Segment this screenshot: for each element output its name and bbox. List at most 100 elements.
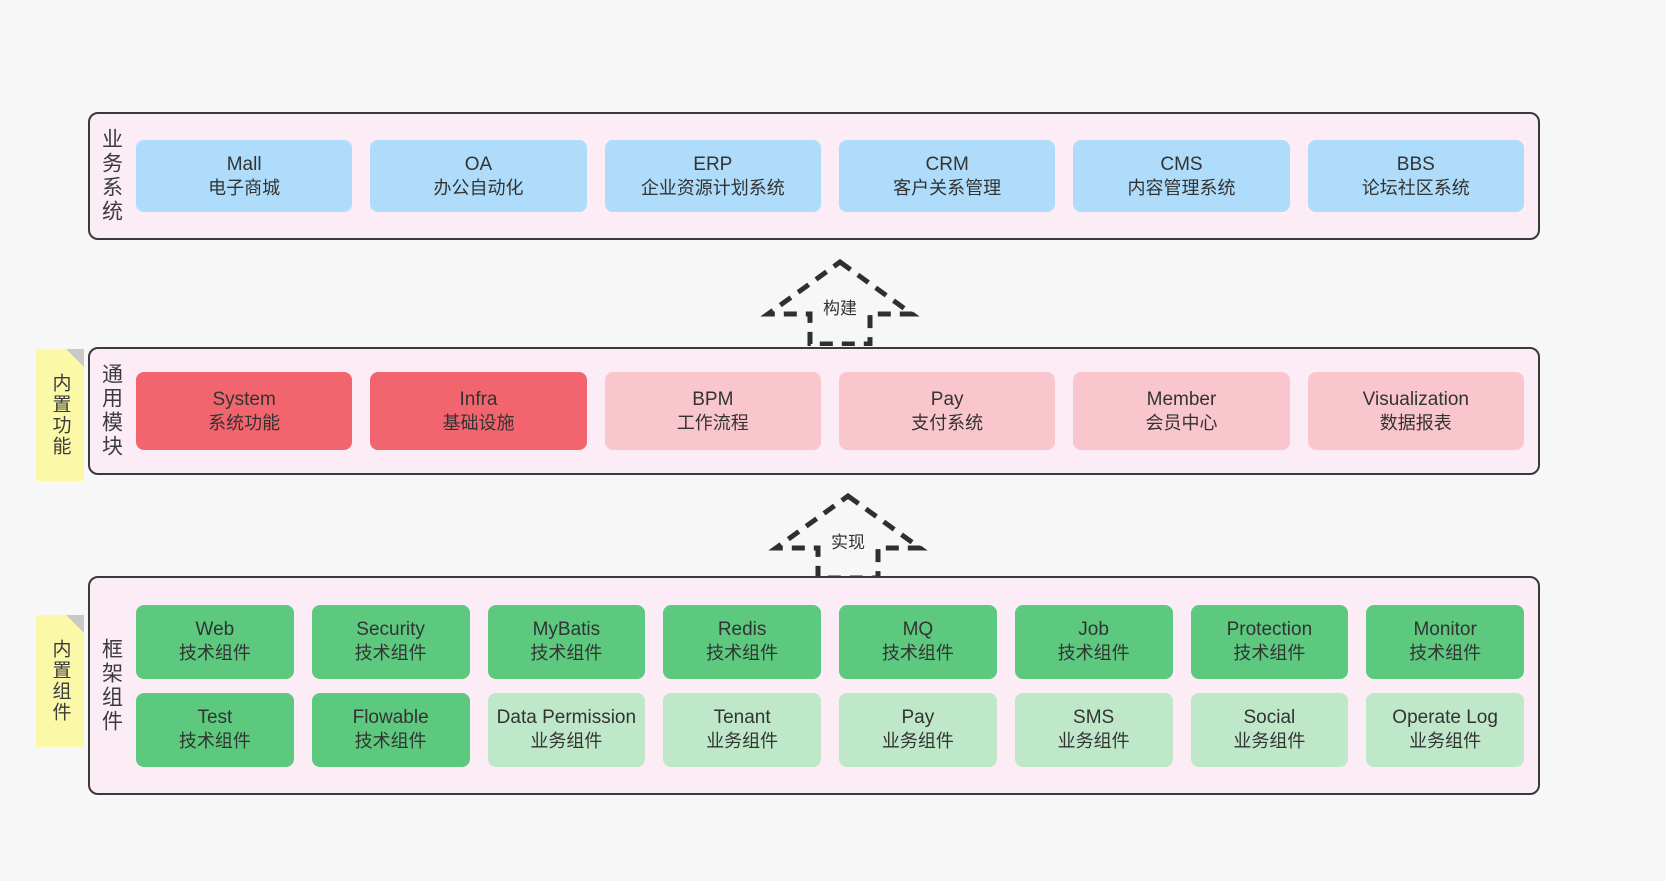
node-subtitle: 支付系统 [911,412,984,433]
layer-row: System 系统功能 Infra 基础设施 BPM 工作流程 Pay 支付系统… [136,372,1524,450]
node-title: BPM [692,388,734,410]
node-bpm[interactable]: BPM 工作流程 [604,372,821,450]
node-title: Redis [717,619,767,641]
node-subtitle: 业务组件 [1409,731,1482,752]
node-sms[interactable]: SMS 业务组件 [1014,692,1173,767]
layer-row: Test 技术组件 Flowable 技术组件 Data Permission … [136,692,1524,767]
node-redis[interactable]: Redis 技术组件 [663,604,821,679]
node-security[interactable]: Security 技术组件 [311,604,470,679]
layer-business-systems: 业务系统 Mall 电子商城 OA 办公自动化 ERP 企业资源计划系统 CRM… [88,112,1540,240]
node-title: BBS [1396,153,1435,175]
node-title: Monitor [1413,619,1477,641]
node-visualization[interactable]: Visualization 数据报表 [1307,372,1524,450]
node-data-permission[interactable]: Data Permission 业务组件 [487,692,646,767]
arrow-realize: 实现 [768,492,928,580]
note-label: 内置功能 [49,373,71,457]
node-title: System [212,388,276,410]
node-subtitle: 客户关系管理 [893,177,1002,198]
node-title: Mall [226,153,262,175]
node-title: Test [197,707,233,729]
node-subtitle: 业务组件 [1057,731,1130,752]
node-title: CRM [925,153,969,175]
node-subtitle: 系统功能 [208,412,281,433]
node-subtitle: 会员中心 [1145,412,1218,433]
node-job[interactable]: Job 技术组件 [1014,604,1173,679]
node-title: Web [195,619,235,641]
node-subtitle: 办公自动化 [433,177,524,198]
node-mall[interactable]: Mall 电子商城 [136,140,353,212]
node-subtitle: 数据报表 [1379,412,1452,433]
node-subtitle: 工作流程 [676,412,749,433]
node-title: Infra [459,388,498,410]
node-web[interactable]: Web 技术组件 [136,604,294,679]
node-subtitle: 业务组件 [530,731,603,752]
node-title: OA [464,153,493,175]
node-subtitle: 企业资源计划系统 [640,177,785,198]
node-title: CMS [1160,153,1203,175]
node-title: Job [1078,619,1109,641]
node-erp[interactable]: ERP 企业资源计划系统 [604,140,821,212]
note-builtin-function: 内置功能 [36,349,84,481]
node-subtitle: 技术组件 [354,731,427,752]
note-label: 内置组件 [49,639,71,723]
node-title: Social [1243,707,1296,729]
node-subtitle: 业务组件 [706,731,779,752]
node-social[interactable]: Social 业务组件 [1190,692,1349,767]
node-test[interactable]: Test 技术组件 [136,692,294,767]
node-title: Pay [901,707,935,729]
node-pay[interactable]: Pay 支付系统 [838,372,1056,450]
layer-body-business-systems: Mall 电子商城 OA 办公自动化 ERP 企业资源计划系统 CRM 客户关系… [132,114,1538,238]
node-subtitle: 技术组件 [881,643,954,664]
node-subtitle: 业务组件 [1233,731,1306,752]
node-subtitle: 技术组件 [706,643,779,664]
node-bbs[interactable]: BBS 论坛社区系统 [1307,140,1524,212]
node-title: SMS [1073,707,1115,729]
layer-framework-components: 框架组件 Web 技术组件 Security 技术组件 MyBatis 技术组件… [88,576,1540,795]
node-subtitle: 电子商城 [208,177,281,198]
node-subtitle: 技术组件 [178,643,251,664]
node-subtitle: 技术组件 [530,643,603,664]
node-title: Protection [1226,619,1313,641]
node-cms[interactable]: CMS 内容管理系统 [1073,140,1290,212]
node-title: Operate Log [1392,707,1498,729]
node-title: Member [1146,388,1217,410]
arrow-build: 构建 [760,258,920,346]
arrow-up-icon [768,492,928,580]
layer-label-common-modules: 通用模块 [99,363,123,459]
node-tenant[interactable]: Tenant 业务组件 [663,692,821,767]
layer-body-common-modules: System 系统功能 Infra 基础设施 BPM 工作流程 Pay 支付系统… [132,349,1538,473]
layer-common-modules: 通用模块 System 系统功能 Infra 基础设施 BPM 工作流程 Pay… [88,347,1540,475]
node-title: MyBatis [532,619,601,641]
node-protection[interactable]: Protection 技术组件 [1190,604,1349,679]
node-mq[interactable]: MQ 技术组件 [839,604,997,679]
node-title: Tenant [713,707,771,729]
node-subtitle: 技术组件 [178,731,251,752]
node-title: Pay [930,388,964,410]
node-crm[interactable]: CRM 客户关系管理 [838,140,1056,212]
node-subtitle: 技术组件 [1057,643,1130,664]
node-oa[interactable]: OA 办公自动化 [370,140,587,212]
node-member[interactable]: Member 会员中心 [1073,372,1290,450]
node-infra[interactable]: Infra 基础设施 [370,372,587,450]
node-title: Security [356,619,425,641]
node-system[interactable]: System 系统功能 [136,372,353,450]
node-title: Visualization [1362,388,1469,410]
layer-row: Web 技术组件 Security 技术组件 MyBatis 技术组件 Redi… [136,604,1524,679]
arrow-up-icon [760,258,920,346]
node-title: MQ [902,619,934,641]
node-flowable[interactable]: Flowable 技术组件 [311,692,470,767]
node-subtitle: 技术组件 [1409,643,1482,664]
node-title: Flowable [352,707,429,729]
layer-label-framework-components: 框架组件 [99,637,123,734]
node-title: ERP [693,153,733,175]
layer-body-framework-components: Web 技术组件 Security 技术组件 MyBatis 技术组件 Redi… [132,578,1538,793]
node-subtitle: 技术组件 [354,643,427,664]
node-subtitle: 基础设施 [442,412,515,433]
layer-row: Mall 电子商城 OA 办公自动化 ERP 企业资源计划系统 CRM 客户关系… [136,140,1524,212]
node-mybatis[interactable]: MyBatis 技术组件 [487,604,646,679]
node-subtitle: 技术组件 [1233,643,1306,664]
node-operate-log[interactable]: Operate Log 业务组件 [1366,692,1524,767]
node-pay-business[interactable]: Pay 业务组件 [839,692,997,767]
node-monitor[interactable]: Monitor 技术组件 [1366,604,1524,679]
